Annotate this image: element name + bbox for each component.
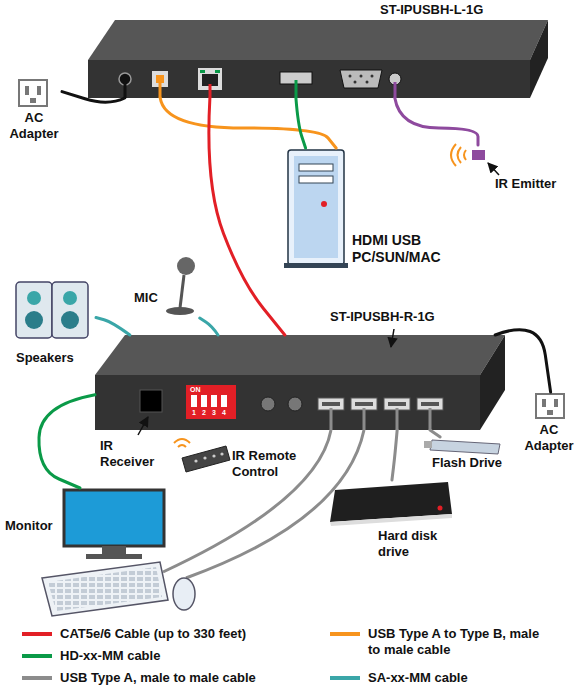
switch-number: 3 — [211, 409, 217, 416]
cable — [200, 318, 218, 335]
hard-disk: Hard disk drive — [325, 480, 455, 566]
device-label: IR Remote Control — [232, 448, 302, 479]
cable — [39, 395, 95, 488]
device-label: Flash Drive — [432, 455, 502, 471]
switch-number: 4 — [221, 409, 227, 416]
legend-swatch — [330, 676, 360, 680]
flash-drive: Flash Drive — [420, 437, 516, 473]
legend-swatch — [22, 632, 52, 636]
cable — [62, 92, 125, 103]
device-label: ST-IPUSBH-L-1G — [380, 2, 483, 18]
device-label: Hard disk drive — [378, 528, 450, 559]
cable — [160, 98, 336, 148]
cable — [395, 98, 478, 145]
pc-tower — [284, 150, 348, 268]
device-label: AC Adapter — [523, 422, 575, 453]
part-label: IR Receiver — [100, 438, 160, 469]
legend-text: HD-xx-MM cable — [60, 648, 160, 664]
switch-label: ON — [190, 386, 201, 393]
remote-unit — [95, 329, 505, 435]
legend-text: SA-xx-MM cable — [368, 670, 468, 686]
cable — [392, 430, 397, 480]
remote-control-icon — [174, 439, 230, 472]
hard-disk-icon — [330, 482, 452, 526]
local-unit: ST-IPUSBH-L-1G — [88, 2, 548, 98]
microphone: MIC — [130, 252, 215, 318]
monitor: Monitor — [5, 488, 168, 562]
device-label: HDMI USB PC/SUN/MAC — [352, 232, 447, 266]
legend-swatch — [22, 676, 52, 680]
ac-adapter-icon — [536, 394, 564, 418]
cable — [430, 430, 440, 437]
legend-swatch — [330, 632, 360, 636]
local-unit — [88, 20, 548, 98]
device-label: ST-IPUSBH-R-1G — [330, 309, 435, 325]
legend-swatch — [22, 654, 52, 658]
keyboard-mouse — [42, 430, 364, 616]
device-label: Speakers — [16, 350, 74, 366]
device-label: Monitor — [5, 518, 53, 534]
device-label: IR Emitter — [495, 176, 556, 192]
switch-number: 2 — [201, 409, 207, 416]
ir-emitter-icon — [451, 144, 499, 175]
cable — [296, 98, 306, 148]
monitor-icon — [64, 490, 164, 559]
speakers: Speakers — [12, 278, 96, 370]
cable — [495, 330, 550, 392]
device-label: AC Adapter — [8, 110, 60, 141]
device-label: MIC — [134, 290, 158, 306]
legend-text: USB Type A, male to male cable — [60, 670, 256, 686]
ac-adapter-icon — [19, 80, 47, 106]
ac-adapter: AC Adapter — [522, 392, 577, 462]
cable — [96, 318, 130, 335]
legend-text: CAT5e/6 Cable (up to 330 feet) — [60, 626, 246, 642]
switch-number: 1 — [191, 409, 197, 416]
speakers-icon — [16, 282, 88, 338]
remote-unit: ST-IPUSBH-R-1G — [95, 335, 505, 430]
cable — [209, 98, 285, 335]
ir-emitter: IR Emitter — [445, 145, 570, 200]
flash-drive-icon — [424, 440, 500, 454]
computer: HDMI USB PC/SUN/MAC — [283, 148, 449, 282]
legend-text: USB Type A to Type B, male to male cable — [368, 626, 540, 657]
ac-adapter: AC Adapter — [8, 78, 62, 146]
mic-icon — [166, 257, 195, 315]
ir-remote: IR Remote Control — [168, 436, 304, 484]
